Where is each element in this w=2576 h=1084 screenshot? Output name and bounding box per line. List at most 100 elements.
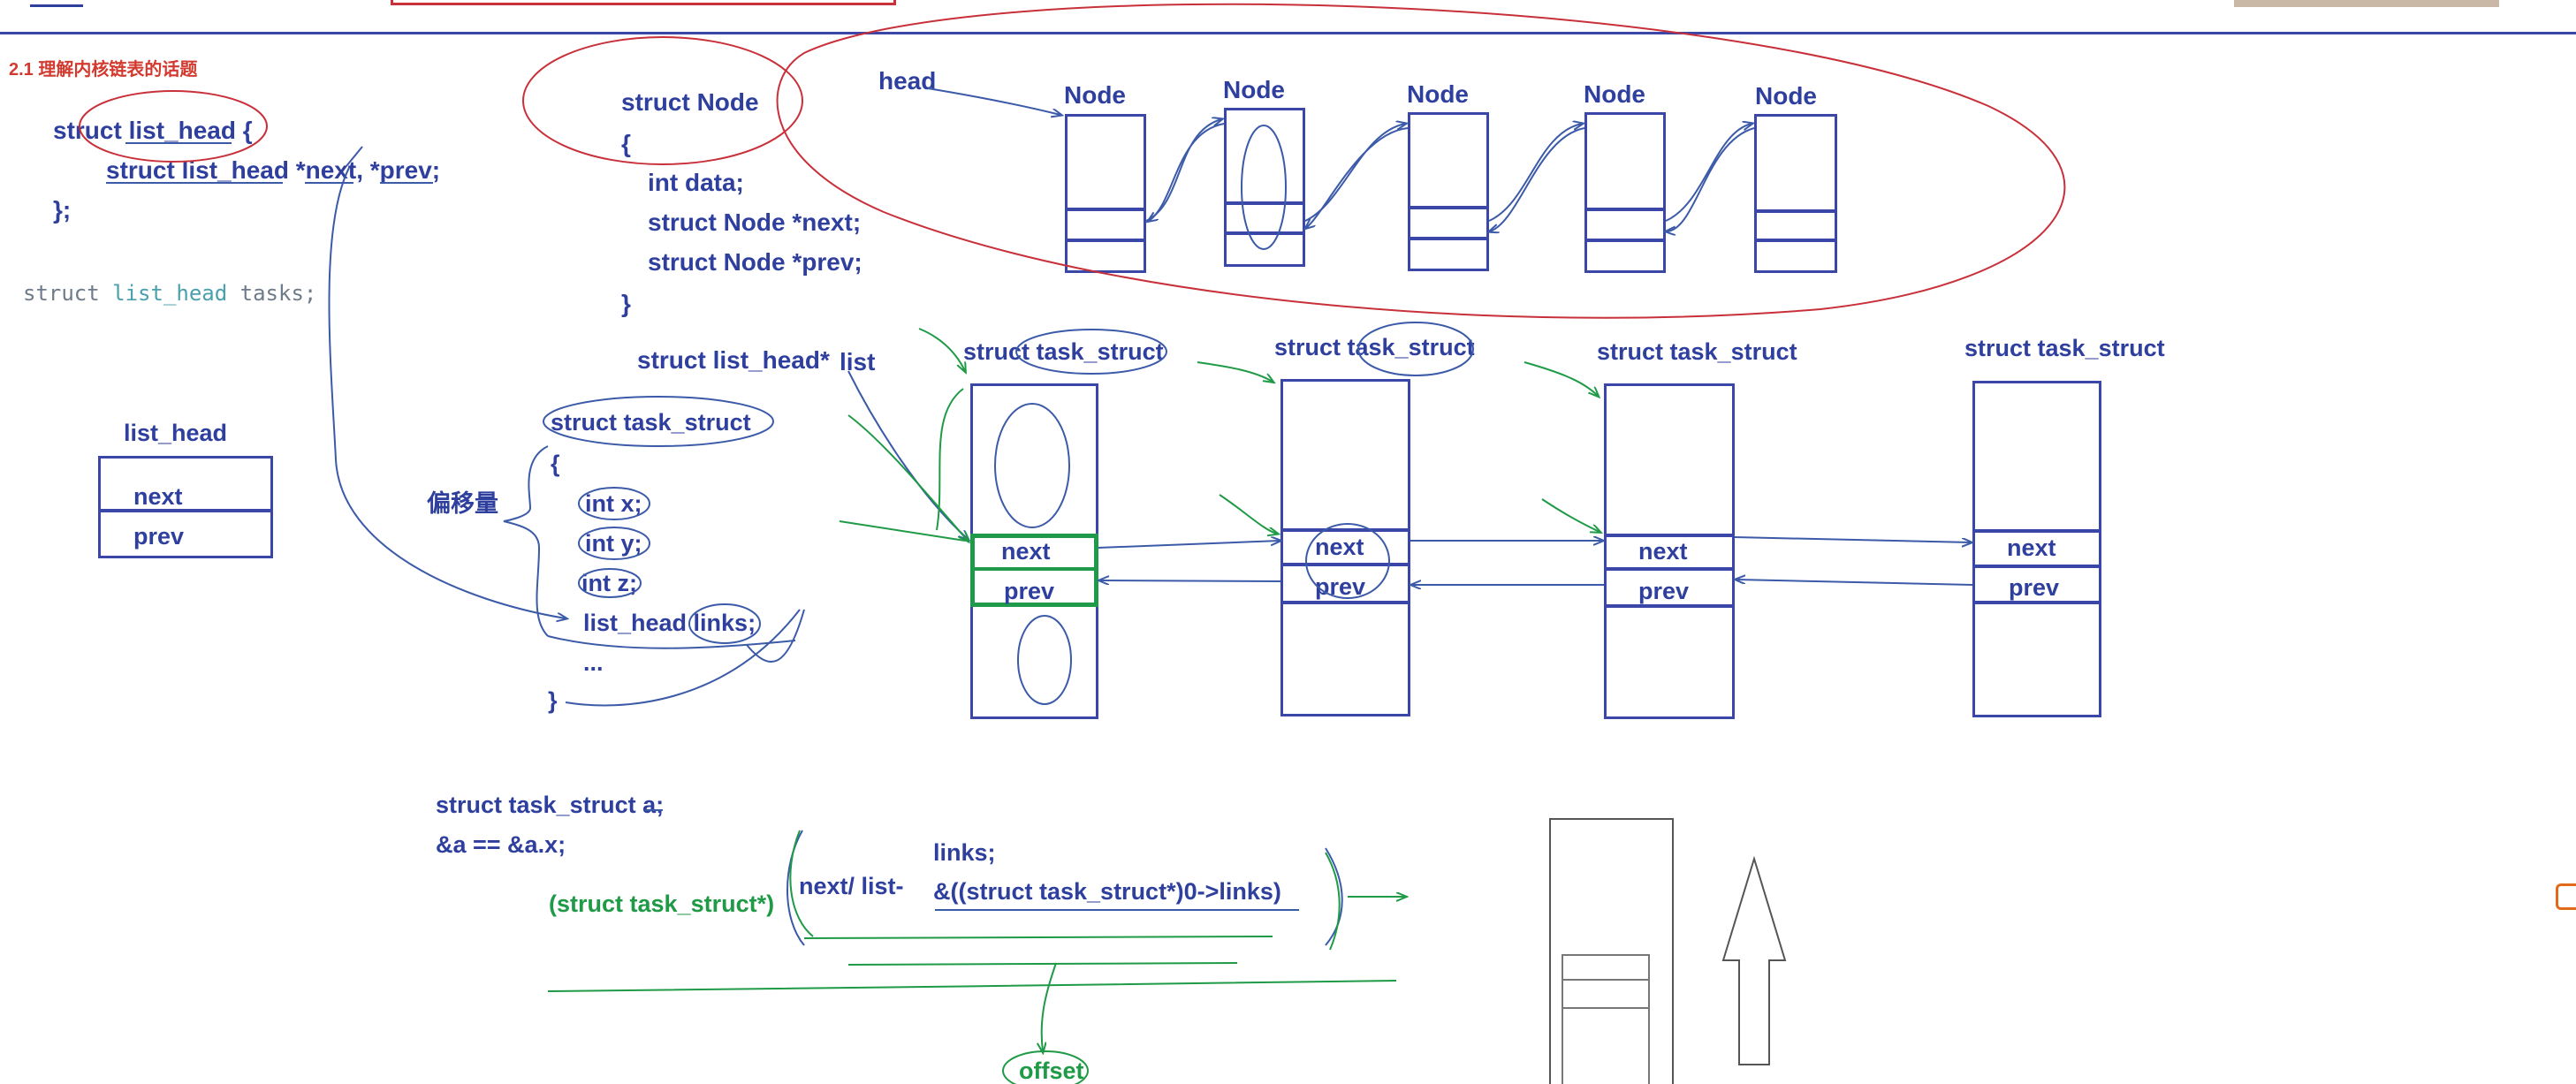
big-up-arrow (1721, 855, 1787, 1065)
task-code-line2: { (551, 451, 560, 477)
arrow-head-to-node (927, 87, 1060, 115)
task-struct-label-4: struct task_struct (1964, 335, 2165, 361)
prev-arrow-2-1 (1100, 580, 1281, 581)
node-label-3: Node (1407, 80, 1469, 108)
task-box-1-top-circle (994, 403, 1070, 528)
task-code-line3: int x; (585, 490, 642, 517)
top-left-dash (30, 4, 83, 7)
task-struct-label-2: struct task_struct (1274, 334, 1475, 360)
task-struct-4-next: next (2007, 534, 2056, 561)
node-box-1 (1065, 114, 1146, 273)
int-x-circle (578, 487, 650, 520)
task-box-2-prev-circle (1305, 523, 1390, 599)
node-box-4-line-b (1584, 239, 1666, 242)
head-label: head (878, 67, 937, 95)
task-code-line1: struct task_struct (551, 409, 751, 436)
node-link-4b (1667, 127, 1755, 231)
section-title: 2.1 理解内核链表的话题 (9, 60, 198, 80)
list-pointer-arrow (847, 370, 968, 539)
node-code-line5: struct Node *prev; (648, 248, 862, 276)
underline-links-bottom (547, 635, 796, 649)
task-struct-box-1-mid-line (972, 567, 1097, 571)
task-struct-box-3-line-c (1604, 604, 1735, 608)
green-tick-4 (1219, 494, 1277, 534)
green-pen-strokes (547, 328, 1600, 1084)
next-arrow-3-4 (1734, 536, 1971, 542)
node-label-4: Node (1584, 80, 1645, 108)
node-label-5: Node (1755, 82, 1817, 110)
green-arrow-down (1042, 962, 1057, 1051)
node-box-5 (1754, 114, 1837, 273)
node-link-1b (1149, 123, 1225, 221)
green-paren-right (1325, 852, 1341, 951)
green-arrow-to-links (847, 414, 968, 541)
arrow-list-head-to-links (328, 167, 566, 618)
memory-block-inner-line-b (1562, 1007, 1650, 1009)
pen-tick (346, 146, 363, 167)
list-pointer-name: list (840, 348, 876, 375)
green-tick-2 (1197, 361, 1273, 382)
tasks-rest: tasks; (227, 281, 317, 306)
code-list-head-line3: }; (53, 196, 72, 224)
bottom-code-line1: struct task_struct a; (436, 792, 665, 818)
task-code-right-bracket (565, 609, 801, 707)
top-rule-line (0, 32, 2576, 34)
green-tick-1 (918, 328, 965, 371)
node-box-5-line-b (1754, 239, 1837, 242)
node-box-2-line-b (1224, 231, 1305, 235)
node-box-3-line-a (1408, 206, 1489, 209)
node-label-2: Node (1223, 76, 1285, 103)
task-struct-box-4 (1972, 381, 2101, 717)
task-struct-box-3-line-b (1604, 567, 1735, 571)
list-head-field-next: next (133, 483, 183, 510)
task-struct-2-prev: prev (1315, 573, 1366, 600)
task-struct-box-3-line-a (1604, 534, 1735, 537)
side-tool-icon[interactable] (2556, 883, 2576, 910)
offset-circle (1002, 1050, 1089, 1084)
node-box-4 (1584, 112, 1666, 273)
task-code-line7: ... (583, 649, 604, 676)
task-struct-3-prev: prev (1638, 578, 1690, 604)
task-struct-box-2-line-c (1280, 601, 1410, 604)
node-link-2b (1306, 127, 1409, 228)
node-box-2 (1224, 108, 1305, 267)
green-tick-5 (1541, 498, 1600, 532)
node-box-3-line-b (1408, 237, 1489, 240)
task-struct-label-1-circle (1015, 329, 1167, 375)
node-code-line1: struct Node (621, 88, 759, 116)
task-struct-1-next: next (1001, 538, 1051, 565)
task-code-line8: } (548, 687, 558, 714)
task-struct-box-3 (1604, 383, 1735, 719)
tasks-type: list_head (112, 281, 228, 306)
node-box-3 (1408, 112, 1489, 271)
node-box-1-line-a (1065, 208, 1146, 211)
green-long-line (547, 980, 1397, 992)
task-struct-2-next: next (1315, 534, 1364, 560)
node-box-2-line-a (1224, 201, 1305, 205)
bottom-cast-expr: (struct task_struct*) (549, 891, 775, 917)
bottom-offset-word: offset (1019, 1057, 1084, 1084)
list-head-field-prev: prev (133, 523, 185, 550)
tasks-declaration: struct list_head tasks; (23, 283, 316, 304)
list-head-box-divider (98, 509, 273, 512)
red-ellipse-list-head (79, 90, 268, 163)
int-z-circle (578, 568, 642, 598)
red-ellipse-node-chain (776, 3, 2066, 319)
offset-chinese-label: 偏移量 (427, 490, 498, 517)
red-ellipse-struct-node (522, 36, 803, 165)
task-code-line6: list_head links; (583, 610, 756, 636)
node-box-1-line-b (1065, 239, 1146, 242)
node-link-3a (1488, 124, 1582, 222)
task-struct-4-prev: prev (2009, 574, 2060, 601)
task-code-header-circle (543, 396, 774, 447)
prev-arrow-4-3 (1736, 580, 1973, 586)
node-2-circle (1241, 125, 1287, 250)
blue-pen-strokes (106, 87, 1973, 1065)
bottom-code-line2: &a == &a.x; (436, 831, 566, 858)
bottom-links: links; (933, 839, 996, 866)
offset-brace (503, 445, 549, 637)
task-struct-3-next: next (1638, 538, 1688, 565)
next-arrow-1-2 (1098, 541, 1280, 549)
memory-block-inner-line-a (1562, 979, 1650, 981)
top-right-thumbnail (2234, 0, 2499, 7)
